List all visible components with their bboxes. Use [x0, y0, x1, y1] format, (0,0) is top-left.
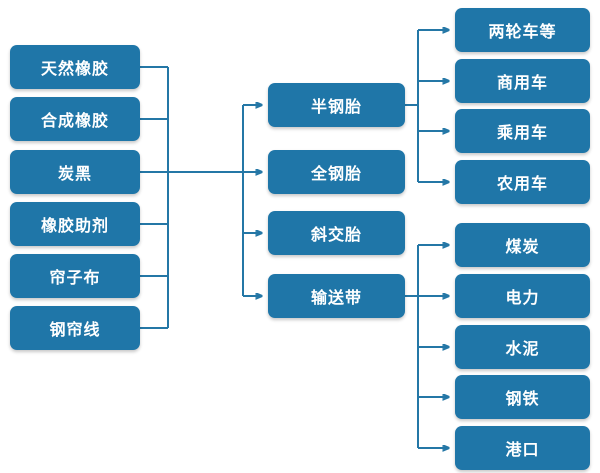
node-raw-material-3[interactable]: 炭黑 [10, 150, 140, 194]
node-product-all-steel-tire[interactable]: 全钢胎 [268, 150, 405, 194]
node-raw-material-2[interactable]: 合成橡胶 [10, 97, 140, 141]
node-product-semi-steel-tire[interactable]: 半钢胎 [268, 83, 405, 127]
node-product-conveyor-belt[interactable]: 输送带 [268, 274, 405, 318]
wires-bus-to-products [243, 105, 262, 296]
node-application-electric-power[interactable]: 电力 [455, 274, 590, 318]
node-application-passenger-vehicle[interactable]: 乘用车 [455, 109, 590, 153]
wires-raw-to-bus [140, 66, 169, 329]
wires-semisteel-to-vehicles [405, 30, 449, 182]
wires-conveyor-to-industry [405, 245, 449, 448]
node-application-cement[interactable]: 水泥 [455, 325, 590, 369]
node-application-steel[interactable]: 钢铁 [455, 375, 590, 419]
node-application-coal[interactable]: 煤炭 [455, 223, 590, 267]
node-raw-material-6[interactable]: 钢帘线 [10, 306, 140, 350]
node-raw-material-1[interactable]: 天然橡胶 [10, 45, 140, 89]
node-application-port[interactable]: 港口 [455, 426, 590, 470]
node-product-bias-tire[interactable]: 斜交胎 [268, 211, 405, 255]
node-application-commercial-vehicle[interactable]: 商用车 [455, 59, 590, 103]
node-raw-material-5[interactable]: 帘子布 [10, 254, 140, 298]
wires-trunk [168, 105, 244, 296]
node-raw-material-4[interactable]: 橡胶助剂 [10, 202, 140, 246]
node-application-two-wheeler[interactable]: 两轮车等 [455, 8, 590, 52]
node-application-agricultural-vehicle[interactable]: 农用车 [455, 160, 590, 204]
